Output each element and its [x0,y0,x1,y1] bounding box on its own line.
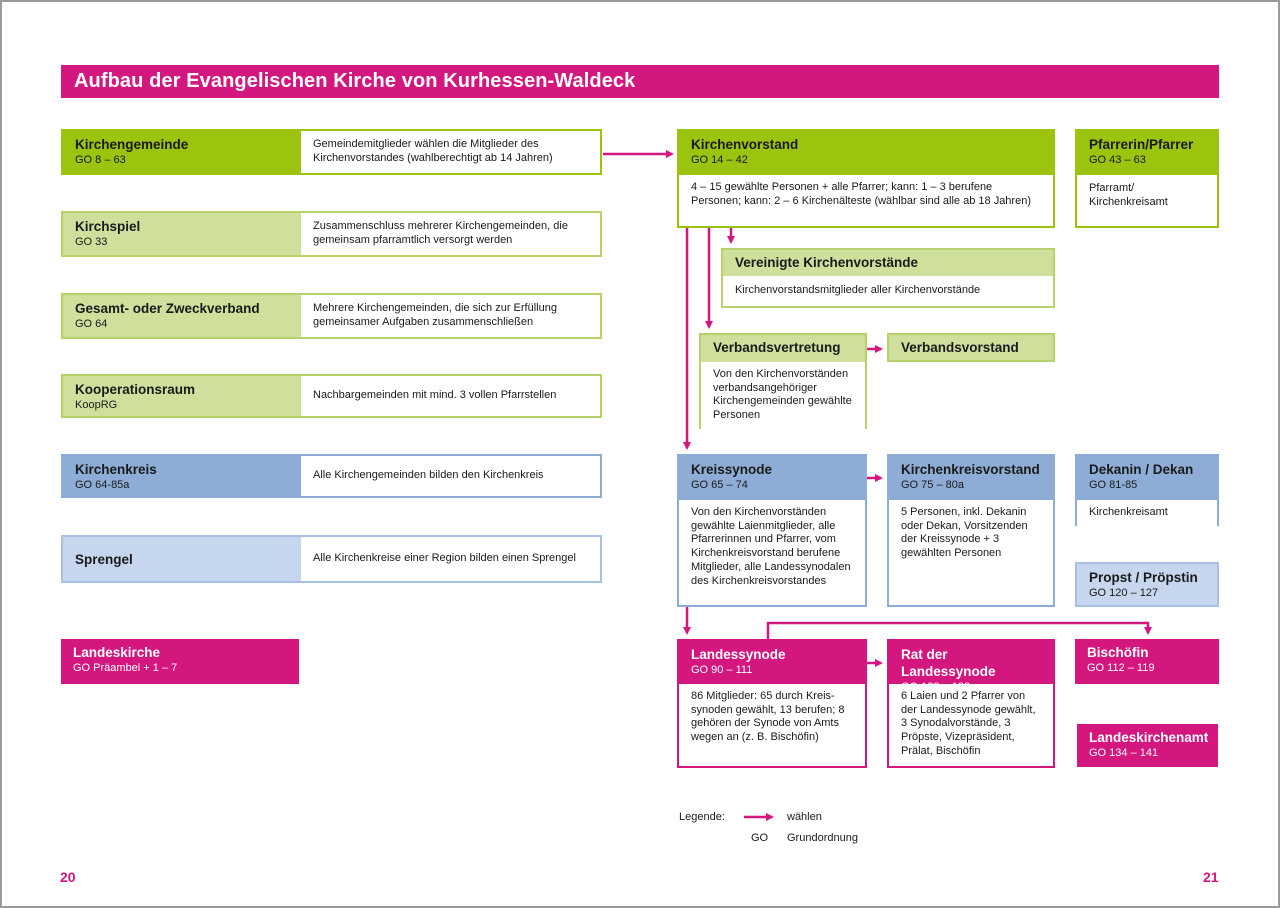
box-title: Pfarrerin/Pfarrer [1089,137,1194,152]
box-ref: GO 120 – 127 [1089,587,1159,599]
row-desc: Alle Kirchengemeinden bilden den Kirchen… [301,456,600,496]
row-kirchengemeinde: Kirchengemeinde GO 8 – 63 Gemeindemitglie… [61,129,602,175]
row-desc: Alle Kirchenkreise einer Region bilden e… [301,537,600,581]
row-ref: GO 64-85a [75,479,130,491]
box-title: Landessynode [691,647,786,662]
row-ref: KoopRG [75,399,118,411]
box-ref: GO 65 – 74 [691,479,748,491]
box-title: Kirchenkreisvorstand [901,462,1040,477]
box-desc: 4 – 15 gewählte Personen + alle Pfarrer;… [679,175,1053,215]
box-dekan: Dekanin / Dekan GO 81-85 Kirchenkreisamt [1075,454,1219,526]
box-ref: GO 90 – 111 [691,664,753,676]
row-kirchenkreis: Kirchenkreis GO 64-85a Alle Kirchengemein… [61,454,602,498]
box-landeskirchenamt: Landeskirchenamt GO 134 – 141 [1077,724,1218,767]
row-name: Kirchengemeinde [75,137,189,152]
box-desc: 5 Personen, inkl. Dekanin oder Dekan, Vo… [889,500,1053,567]
box-verbandsvertretung: Verbandsvertretung Von den Kirchenvorstä… [699,333,867,429]
box-title: Propst / Pröpstin [1089,570,1198,585]
box-desc: Von den Kirchenvorständen gewählte Laien… [679,500,865,595]
box-ref: GO 43 – 63 [1089,154,1146,166]
box-desc: 6 Laien und 2 Pfarrer von der Landessyno… [889,684,1053,765]
row-kirchspiel: Kirchspiel GO 33 Zusammenschluss mehrerer… [61,211,602,257]
page-number-left: 20 [60,869,76,885]
legend-label: Legende: [679,811,725,823]
box-title: Kreissynode [691,462,773,477]
box-ref: GO 75 – 80a [901,479,964,491]
box-pfarrer: Pfarrerin/Pfarrer GO 43 – 63 Pfarramt/ Ki… [1075,129,1219,228]
box-title: Rat der Landessynode [901,647,996,679]
legend-abbr-text: Grundordnung [787,832,858,844]
legend-abbr: GO [751,832,769,844]
box-desc: Kirchenkreisamt [1077,500,1217,526]
box-landessynode: Landessynode GO 90 – 111 86 Mitglieder: 6… [677,639,867,768]
box-ref: GO 112 – 119 [1087,662,1155,674]
box-kirchenkreisvorstand: Kirchenkreisvorstand GO 75 – 80a 5 Person… [887,454,1055,607]
row-ref: GO 8 – 63 [75,154,126,166]
box-ref: GO 81-85 [1089,479,1138,491]
box-desc: Pfarramt/ Kirchenkreisamt [1077,175,1217,216]
row-desc: Mehrere Kirchengemeinden, die sich zur E… [301,295,600,337]
box-title: Verbandsvertretung [713,340,841,355]
row-ref: GO 33 [75,236,108,248]
box-bischoefin: Bischöfin GO 112 – 119 [1075,639,1219,684]
page-number-right: 21 [1203,869,1219,885]
row-name: Landeskirche [73,645,161,660]
legend-arrow-text: wählen [787,811,822,823]
row-desc: Gemeindemitglieder wählen die Mitglieder… [301,131,600,173]
box-title: Dekanin / Dekan [1089,462,1194,477]
box-title: Landeskirchenamt [1089,730,1209,745]
row-name: Sprengel [75,551,133,567]
box-desc: Kirchenvorstandsmitglieder aller Kirchen… [723,276,1053,304]
box-landeskirche: Landeskirche GO Präambel + 1 – 7 [61,639,299,684]
row-ref: GO 64 [75,318,108,330]
box-ref: GO 134 – 141 [1089,747,1159,759]
box-title: Bischöfin [1087,645,1149,660]
box-title: Verbandsvorstand [901,340,1019,355]
box-propst: Propst / Pröpstin GO 120 – 127 [1075,562,1219,607]
box-kirchenvorstand: Kirchenvorstand GO 14 – 42 4 – 15 gewählt… [677,129,1055,228]
row-name: Kooperationsraum [75,382,196,397]
box-kreissynode: Kreissynode GO 65 – 74 Von den Kirchenvor… [677,454,867,607]
row-verband: Gesamt- oder Zweckverband GO 64 Mehrere K… [61,293,602,339]
box-desc: Von den Kirchenvorständen verbandsangehö… [701,362,865,429]
box-title: Kirchenvorstand [691,137,799,152]
box-ref: GO 14 – 42 [691,154,748,166]
row-name: Kirchspiel [75,219,141,234]
box-verbandsvorstand: Verbandsvorstand [887,333,1055,362]
box-vereinigte-kirchenvorstaende: Vereinigte Kirchenvorstände Kirchenvorst… [721,248,1055,308]
box-desc: 86 Mitglieder: 65 durch Kreis-synoden ge… [679,684,865,751]
page-title: Aufbau der Evangelischen Kirche von Kurh… [61,65,1219,98]
row-name: Kirchenkreis [75,462,157,477]
row-desc: Nachbargemeinden mit mind. 3 vollen Pfar… [301,376,600,416]
row-sprengel: Sprengel Alle Kirchenkreise einer Region… [61,535,602,583]
row-ref: GO Präambel + 1 – 7 [73,662,178,674]
row-desc: Zusammenschluss mehrerer Kirchengemeinde… [301,213,600,255]
row-name: Gesamt- oder Zweckverband [75,301,260,316]
box-title: Vereinigte Kirchenvorstände [735,255,919,270]
